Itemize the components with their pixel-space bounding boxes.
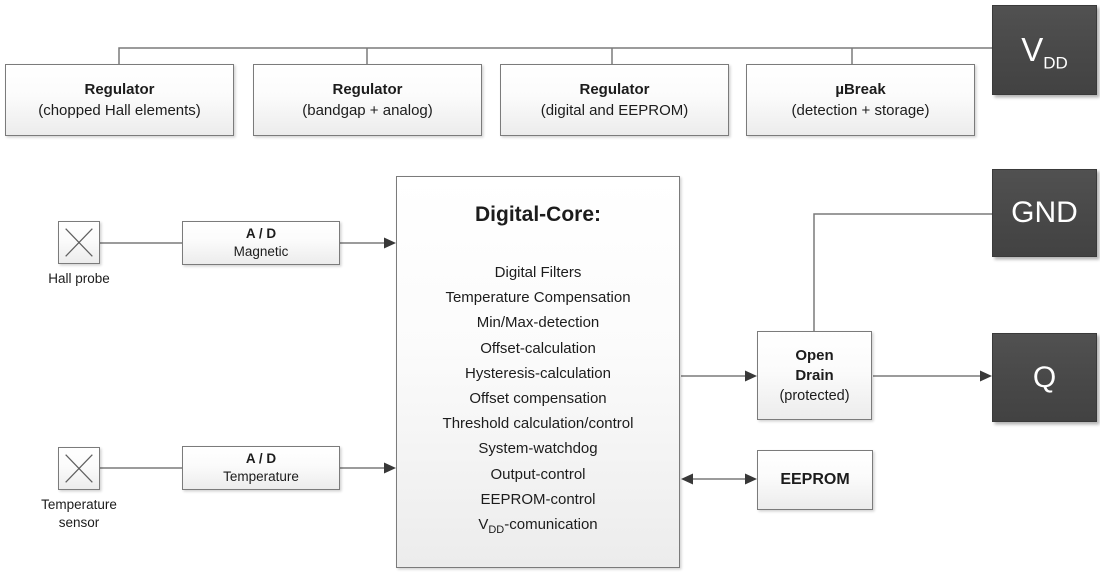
temperature-sensor-label: Temperature sensor	[41, 497, 117, 530]
vdd-pin: VDD	[992, 5, 1097, 95]
q-pin-label: Q	[1032, 360, 1057, 394]
digital-core-item-vdd-communication: VDD-comunication	[478, 516, 598, 537]
adc-title: A / D	[245, 451, 277, 466]
box-subtitle: (detection + storage)	[791, 102, 930, 119]
digital-core-item: Threshold calculation/control	[442, 415, 634, 433]
box-title: Regulator	[579, 81, 650, 98]
open-drain-title-line2: Drain	[795, 366, 834, 384]
open-drain-title-line1: Open	[795, 346, 834, 364]
box-title: Regulator	[84, 81, 155, 98]
adc-magnetic-box: A / D Magnetic	[182, 221, 340, 265]
arrowhead	[745, 370, 757, 382]
arrowhead	[745, 473, 757, 485]
adc-temperature-box: A / D Temperature	[182, 446, 340, 490]
digital-core-list: Digital Filters Temperature Compensation…	[443, 260, 634, 537]
regulator-bandgap-analog-box: Regulator (bandgap + analog)	[253, 64, 482, 136]
sensor-x-icon	[65, 454, 93, 483]
hall-probe-symbol	[58, 221, 100, 264]
digital-core-item: Min/Max-detection	[476, 314, 600, 332]
arrowhead	[384, 462, 396, 474]
digital-core-item: Temperature Compensation	[445, 289, 631, 307]
box-title: Regulator	[332, 81, 403, 98]
ubreak-box: µBreak (detection + storage)	[746, 64, 975, 136]
digital-core-title: Digital-Core:	[475, 203, 601, 226]
gnd-pin: GND	[992, 169, 1097, 257]
open-drain-to-gnd-line	[813, 213, 992, 331]
open-drain-box: Open Drain (protected)	[757, 331, 872, 420]
regulator-chopped-hall-box: Regulator (chopped Hall elements)	[5, 64, 234, 136]
adc-subtitle: Temperature	[223, 469, 299, 484]
digital-core-item: EEPROM-control	[480, 490, 596, 508]
vdd-pin-label: VDD	[1021, 31, 1068, 73]
sensor-x-icon	[65, 228, 93, 257]
open-drain-subtitle: (protected)	[779, 387, 850, 404]
arrowhead	[681, 473, 693, 485]
eeprom-label: EEPROM	[780, 471, 850, 488]
adc-subtitle: Magnetic	[233, 244, 289, 259]
eeprom-box: EEPROM	[757, 450, 873, 510]
arrowhead	[980, 370, 992, 382]
regulator-digital-eeprom-box: Regulator (digital and EEPROM)	[500, 64, 729, 136]
arrowhead	[384, 237, 396, 249]
digital-core-box: Digital-Core: Digital Filters Temperatur…	[396, 176, 680, 568]
digital-core-item: Hysteresis-calculation	[465, 364, 611, 382]
digital-core-item: Offset-calculation	[480, 339, 596, 357]
digital-core-item: Offset compensation	[469, 390, 607, 408]
box-title: µBreak	[835, 81, 886, 98]
adc-title: A / D	[245, 226, 277, 241]
box-subtitle: (bandgap + analog)	[302, 102, 433, 119]
digital-core-item: System-watchdog	[478, 440, 598, 458]
gnd-pin-label: GND	[1011, 196, 1078, 229]
hall-probe-label: Hall probe	[48, 271, 110, 286]
q-pin: Q	[992, 333, 1097, 422]
box-subtitle: (chopped Hall elements)	[38, 102, 201, 119]
temperature-sensor-symbol	[58, 447, 100, 490]
box-subtitle: (digital and EEPROM)	[540, 102, 689, 119]
vdd-bus-line	[118, 47, 992, 64]
digital-core-item: Digital Filters	[494, 264, 582, 281]
digital-core-item: Output-control	[490, 465, 586, 483]
